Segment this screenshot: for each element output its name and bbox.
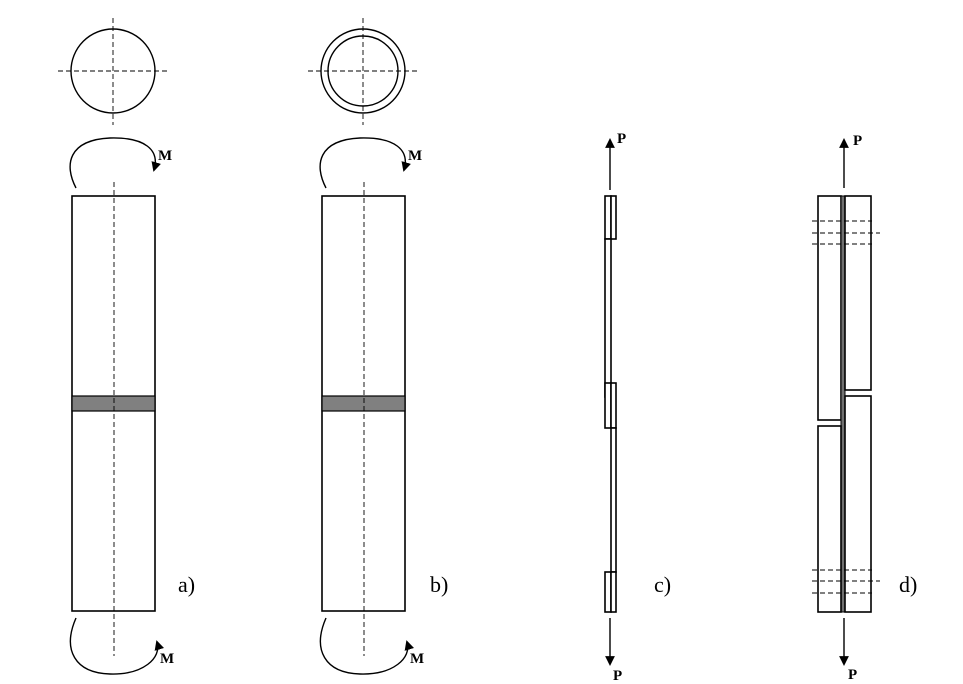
upper-tab-doubler — [610, 195, 617, 240]
lower-tab-doubler — [604, 571, 612, 613]
top-moment-label: M — [408, 148, 422, 164]
panel-a-label: a) — [178, 572, 195, 597]
top-moment-arrow — [69, 137, 161, 189]
lower-adherend — [610, 427, 617, 573]
upper-adherend — [604, 238, 612, 398]
left-upper-adherend — [817, 195, 842, 421]
left-lower-adherend — [817, 425, 842, 613]
right-lower-adherend — [844, 395, 872, 613]
panel-c-label: c) — [654, 572, 671, 597]
top-force-label: P — [617, 131, 626, 147]
panel-b: M M b) — [308, 18, 448, 675]
overlap-left — [604, 382, 612, 429]
panel-d-label: d) — [899, 572, 917, 597]
adhesive-layer — [71, 395, 156, 412]
panel-d: P P d) — [812, 133, 917, 683]
lower-tab — [610, 571, 617, 613]
top-force-label: P — [853, 133, 862, 149]
panel-c: P P c) — [604, 131, 671, 684]
top-moment-label: M — [158, 148, 172, 164]
overlap-right — [610, 382, 617, 429]
bottom-moment-label: M — [160, 651, 174, 667]
upper-tab — [604, 195, 612, 240]
top-moment-arrow — [319, 137, 411, 189]
panel-b-label: b) — [430, 572, 448, 597]
panel-a: M M a) — [58, 18, 195, 675]
bottom-moment-label: M — [410, 651, 424, 667]
bottom-moment-arrow — [319, 617, 415, 675]
bottom-force-label: P — [848, 667, 857, 683]
adhesive-layer — [321, 395, 406, 412]
right-upper-adherend — [844, 195, 872, 391]
bottom-force-label: P — [613, 668, 622, 684]
bottom-moment-arrow — [69, 617, 165, 675]
